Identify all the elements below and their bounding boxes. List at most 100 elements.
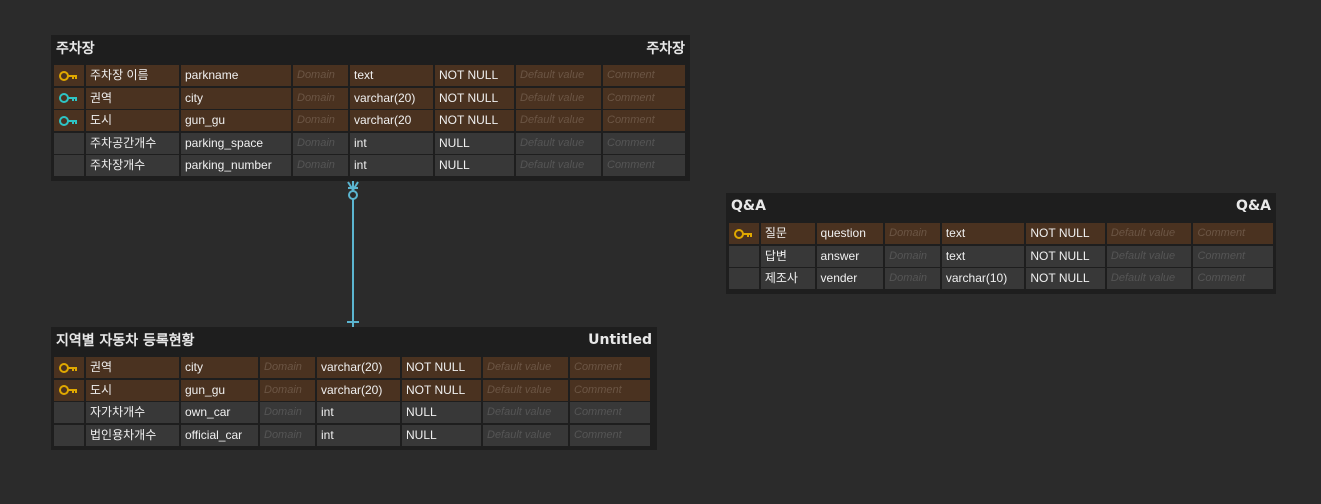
key-slot-empty: [54, 402, 84, 423]
column-physical-name: question: [816, 223, 884, 244]
table-row[interactable]: 자가차개수 own_car Domain int NULL Default va…: [54, 402, 654, 423]
column-physical-name: parkname: [181, 65, 291, 86]
column-physical-name: gun_gu: [181, 379, 258, 401]
column-comment: Comment: [570, 379, 650, 401]
column-nullability: NULL: [435, 155, 514, 176]
column-physical-name: city: [181, 87, 291, 109]
key-slot-empty: [54, 132, 84, 154]
column-domain: Domain: [885, 223, 940, 244]
table-qna[interactable]: Q&A Q&A 질문 question Domain text NOT NULL…: [726, 193, 1276, 294]
table-title-bar[interactable]: Q&A Q&A: [726, 193, 1276, 219]
column-domain: Domain: [885, 268, 940, 289]
zero-cardinality-circle: [348, 190, 358, 200]
table-parking[interactable]: 주차장 주차장 주차장 이름 parkname Domain text NOT …: [51, 35, 690, 181]
column-type: varchar(20: [350, 110, 433, 131]
table-physical-name: Q&A: [1236, 198, 1271, 214]
column-comment: Comment: [603, 87, 685, 109]
column-default: Default value: [483, 357, 568, 378]
column-default: Default value: [483, 424, 568, 446]
column-physical-name: gun_gu: [181, 110, 291, 131]
table-row[interactable]: 주차공간개수 parking_space Domain int NULL Def…: [54, 132, 687, 154]
column-list: 주차장 이름 parkname Domain text NOT NULL Def…: [51, 61, 690, 179]
column-domain: Domain: [293, 87, 348, 109]
column-domain: Domain: [293, 110, 348, 131]
column-type: text: [350, 65, 433, 86]
column-domain: Domain: [260, 357, 315, 378]
column-type: varchar(20): [317, 357, 400, 378]
table-title-bar[interactable]: 주차장 주차장: [51, 35, 690, 61]
column-default: Default value: [516, 65, 601, 86]
column-logical-name: 주차공간개수: [86, 132, 179, 154]
column-type: int: [317, 402, 400, 423]
column-type: int: [317, 424, 400, 446]
column-default: Default value: [1106, 223, 1192, 244]
column-comment: Comment: [570, 357, 650, 378]
column-logical-name: 제조사: [760, 268, 815, 289]
column-nullability: NULL: [435, 132, 514, 154]
column-default: Default value: [1106, 268, 1192, 289]
table-row[interactable]: 제조사 vender Domain varchar(10) NOT NULL D…: [729, 268, 1273, 289]
column-default: Default value: [483, 402, 568, 423]
column-nullability: NOT NULL: [402, 357, 481, 378]
table-title-bar[interactable]: 지역별 자동차 등록현황 Untitled: [51, 327, 657, 353]
column-domain: Domain: [293, 132, 348, 154]
column-type: text: [941, 245, 1025, 267]
column-type: text: [941, 223, 1025, 244]
column-nullability: NOT NULL: [435, 87, 514, 109]
column-nullability: NOT NULL: [435, 110, 514, 131]
table-row[interactable]: 도시 gun_gu Domain varchar(20) NOT NULL De…: [54, 379, 654, 401]
column-nullability: NOT NULL: [435, 65, 514, 86]
table-row[interactable]: 답변 answer Domain text NOT NULL Default v…: [729, 245, 1273, 267]
column-physical-name: parking_space: [181, 132, 291, 154]
column-logical-name: 답변: [760, 245, 815, 267]
table-row[interactable]: 질문 question Domain text NOT NULL Default…: [729, 223, 1273, 244]
column-domain: Domain: [260, 402, 315, 423]
table-row[interactable]: 권역 city Domain varchar(20) NOT NULL Defa…: [54, 87, 687, 109]
table-logical-name: 지역별 자동차 등록현황: [56, 333, 195, 349]
table-row[interactable]: 주차장 이름 parkname Domain text NOT NULL Def…: [54, 65, 687, 86]
column-domain: Domain: [260, 424, 315, 446]
column-list: 질문 question Domain text NOT NULL Default…: [726, 219, 1276, 292]
column-physical-name: own_car: [181, 402, 258, 423]
table-logical-name: 주차장: [56, 41, 95, 57]
key-slot-empty: [54, 424, 84, 446]
table-row[interactable]: 주차장개수 parking_number Domain int NULL Def…: [54, 155, 687, 176]
crowfoot-left: [347, 181, 354, 191]
key-slot-empty: [729, 245, 759, 267]
column-domain: Domain: [260, 379, 315, 401]
column-logical-name: 주차장 이름: [86, 65, 179, 86]
column-default: Default value: [483, 379, 568, 401]
column-nullability: NOT NULL: [1026, 268, 1105, 289]
column-comment: Comment: [603, 110, 685, 131]
column-comment: Comment: [1193, 223, 1273, 244]
column-comment: Comment: [570, 424, 650, 446]
column-list: 권역 city Domain varchar(20) NOT NULL Defa…: [51, 353, 657, 449]
key-slot-empty: [729, 268, 759, 289]
table-row[interactable]: 법인용차개수 official_car Domain int NULL Defa…: [54, 424, 654, 446]
column-nullability: NULL: [402, 424, 481, 446]
column-default: Default value: [516, 87, 601, 109]
column-logical-name: 법인용차개수: [86, 424, 179, 446]
column-type: int: [350, 132, 433, 154]
column-logical-name: 자가차개수: [86, 402, 179, 423]
column-nullability: NOT NULL: [1026, 223, 1105, 244]
table-region-registration[interactable]: 지역별 자동차 등록현황 Untitled 권역 city Domain var…: [51, 327, 657, 450]
key-slot-empty: [54, 155, 84, 176]
foreign-key-icon: [54, 87, 84, 109]
column-nullability: NOT NULL: [402, 379, 481, 401]
column-comment: Comment: [603, 132, 685, 154]
column-nullability: NOT NULL: [1026, 245, 1105, 267]
column-default: Default value: [516, 110, 601, 131]
table-row[interactable]: 도시 gun_gu Domain varchar(20 NOT NULL Def…: [54, 110, 687, 131]
column-default: Default value: [516, 132, 601, 154]
column-logical-name: 도시: [86, 110, 179, 131]
column-type: varchar(10): [941, 268, 1025, 289]
table-row[interactable]: 권역 city Domain varchar(20) NOT NULL Defa…: [54, 357, 654, 378]
column-physical-name: city: [181, 357, 258, 378]
foreign-key-icon: [54, 110, 84, 131]
column-logical-name: 권역: [86, 87, 179, 109]
column-comment: Comment: [603, 65, 685, 86]
column-nullability: NULL: [402, 402, 481, 423]
table-logical-name: Q&A: [731, 198, 766, 214]
column-physical-name: vender: [816, 268, 884, 289]
